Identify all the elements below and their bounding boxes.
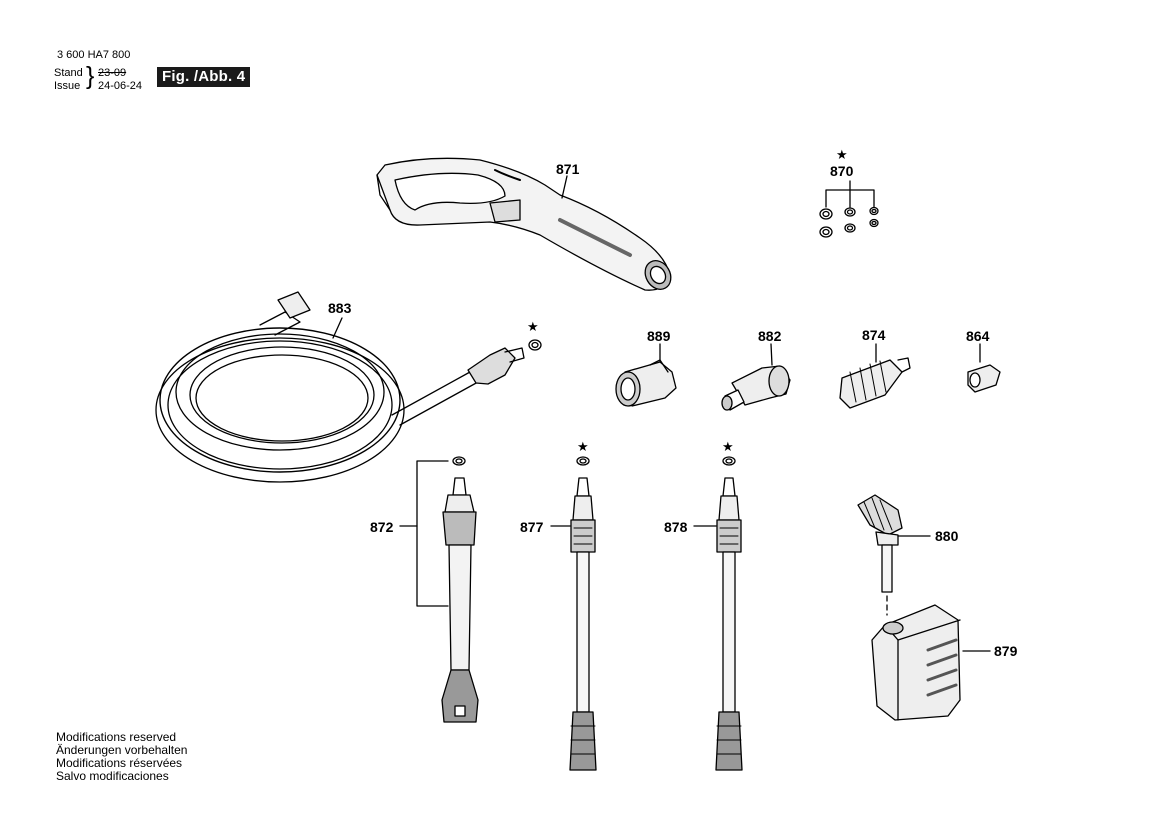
figure-label: Fig. /Abb. 4 [157,67,251,87]
label-882: 882 [758,328,782,344]
stand-label: Stand [54,67,83,79]
label-889: 889 [647,328,671,344]
label-864: 864 [966,328,990,344]
star-icon: ★ [722,439,734,454]
detergent-tank-879 [871,604,961,721]
label-883: 883 [328,300,352,316]
lance-872 [441,456,479,723]
high-pressure-hose [155,291,525,483]
label-871: 871 [556,161,580,177]
spray-gun-handle [376,157,672,291]
star-icon: ★ [527,319,539,334]
label-878: 878 [664,519,688,535]
star-icon: ★ [577,439,589,454]
detergent-nozzle-880 [857,494,903,616]
bracket-872 [416,460,449,607]
issue-label: Issue [54,80,81,92]
note-line: Salvo modificaciones [56,769,169,783]
note-line: Änderungen vorbehalten [56,743,188,757]
leader-871 [561,175,568,199]
label-880: 880 [935,528,959,544]
stand-date: 23-09 [98,67,127,79]
lance-878 [715,456,743,771]
modification-notes: Modifications reserved Änderungen vorbeh… [56,731,187,783]
label-870: 870 [830,163,854,179]
star-icon: ★ [836,147,848,162]
part-number: 3 600 HA7 800 [57,49,131,61]
lance-877 [569,456,597,771]
note-line: Modifications reserved [56,730,177,744]
clip-864 [967,364,1001,393]
issue-date: 24-06-24 [98,80,143,92]
leader-882 [770,343,773,366]
adapter-889 [615,359,677,407]
leader-883 [332,317,343,339]
label-872: 872 [370,519,394,535]
label-879: 879 [994,643,1018,659]
note-line: Modifications réservées [56,756,183,770]
rotary-nozzle-874 [839,357,911,409]
o-ring-hose [528,339,542,351]
label-874: 874 [862,327,886,343]
label-877: 877 [520,519,544,535]
brace-icon: } [86,62,95,90]
adapter-882 [721,365,791,411]
o-ring-set [819,180,879,238]
